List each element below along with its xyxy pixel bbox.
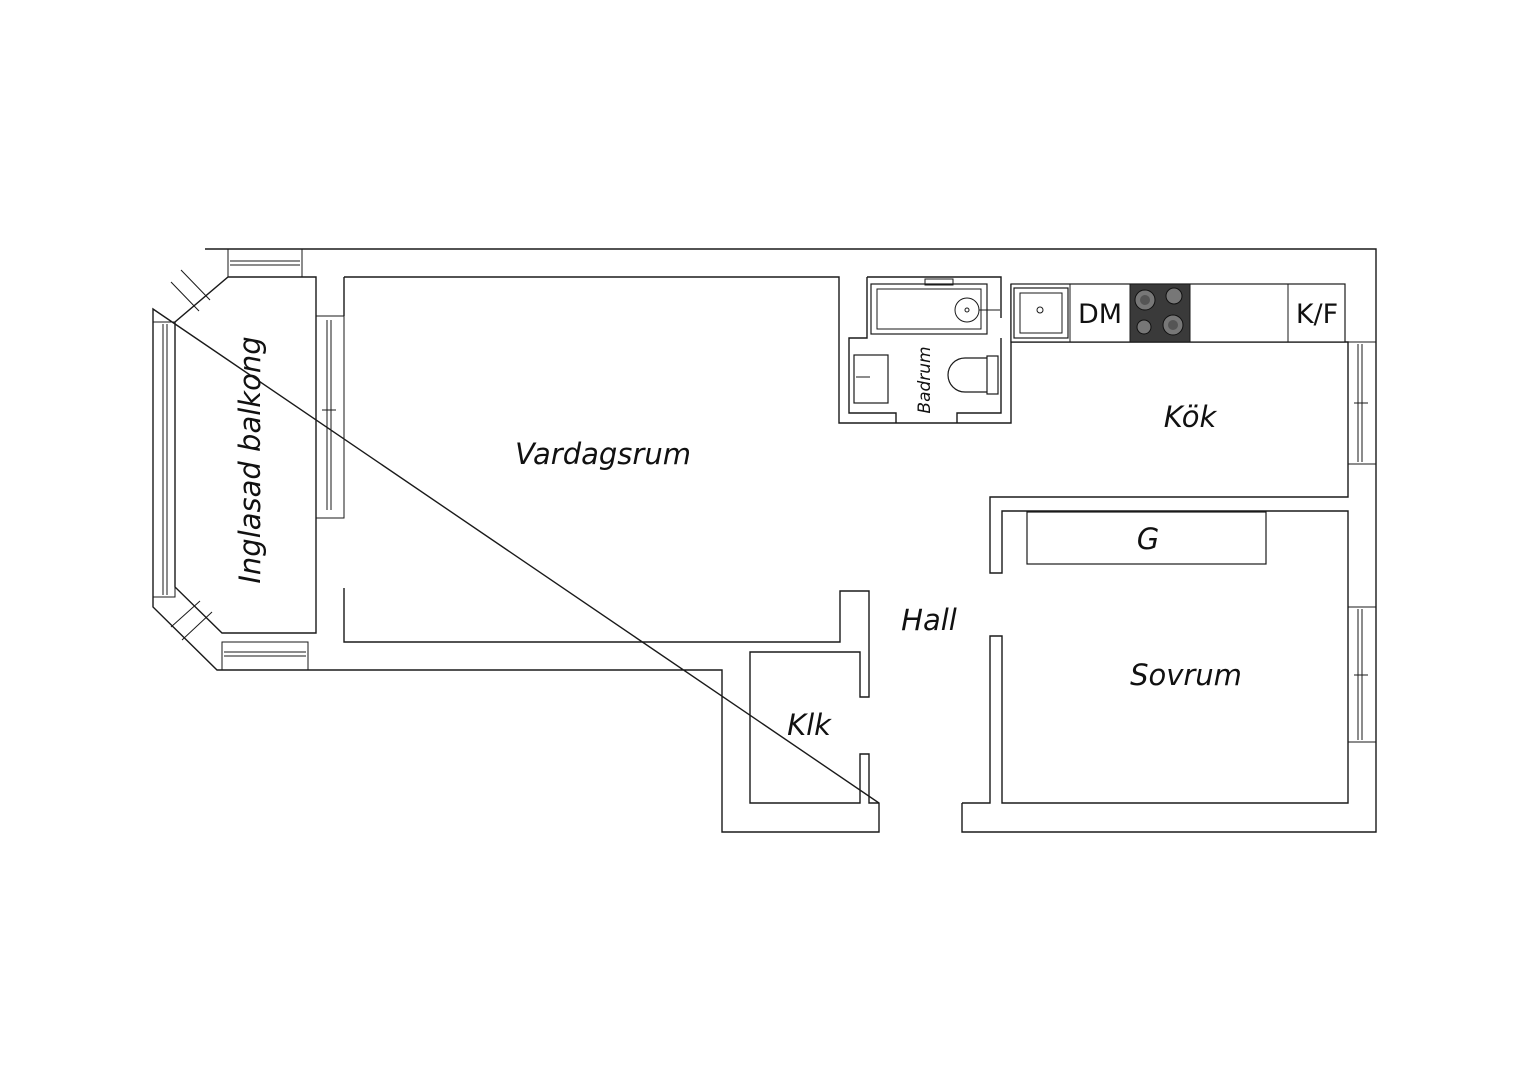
bathroom-wall [848, 276, 1002, 423]
bedroom-window [1347, 606, 1377, 743]
bathtub [870, 283, 988, 335]
kitchen-window [1347, 341, 1377, 465]
label-balcony: Inglasad balkong [233, 336, 267, 583]
kitchen-wall [962, 341, 1349, 804]
bathtub-drain-dot [964, 307, 970, 313]
label-fridge-freezer: K/F [1296, 299, 1338, 330]
living-room-wall [343, 276, 1012, 804]
label-living-room: Vardagsrum [515, 437, 691, 471]
balcony-windows [152, 248, 309, 671]
label-closet: Klk [787, 708, 832, 742]
label-wardrobe: G [1137, 522, 1159, 556]
balcony-door [315, 315, 345, 519]
bathroom-sink [853, 354, 889, 404]
toilet-tank [986, 355, 999, 395]
shower-head [924, 278, 954, 286]
label-hall: Hall [901, 603, 957, 637]
bathtub-inner [876, 288, 982, 330]
toilet [947, 357, 995, 393]
label-bathroom: Badrum [915, 346, 935, 413]
wardrobe [1026, 511, 1267, 565]
label-kitchen: Kök [1164, 400, 1218, 434]
label-dishwasher: DM [1078, 299, 1122, 330]
label-bedroom: Sovrum [1130, 658, 1242, 692]
stove [1129, 283, 1191, 343]
